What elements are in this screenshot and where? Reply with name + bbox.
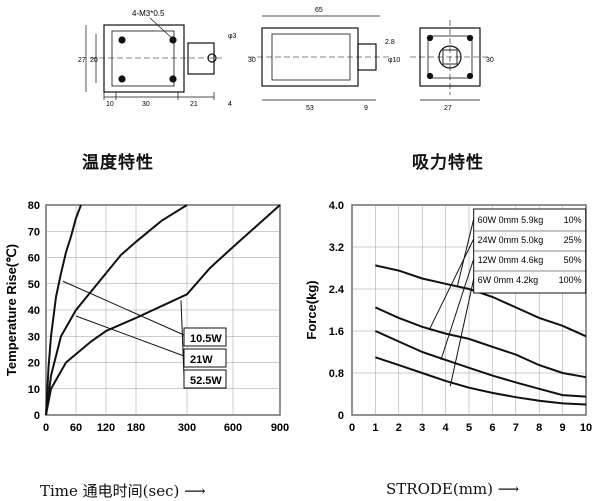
y-tick-label: 4.0 xyxy=(329,200,344,212)
left-section-title: 温度特性 xyxy=(82,153,154,173)
x-tick-label: 8 xyxy=(536,422,542,434)
x-tick-label: 7 xyxy=(513,422,519,434)
legend-duty: 10% xyxy=(564,215,582,225)
dim-shaft-d10: φ10 xyxy=(388,57,400,64)
x-tick-label: 4 xyxy=(443,422,450,434)
x-tick-label: 120 xyxy=(97,422,115,434)
leader-line xyxy=(456,218,475,287)
x-tick-label: 0 xyxy=(43,422,49,434)
leader-line xyxy=(62,280,185,336)
temperature-rise-chart: 0 10 20 30 40 50 60 70 80 0 60 120 180 300 600 900 Tempe… xyxy=(4,200,289,434)
left-view xyxy=(85,17,225,100)
left-x-caption: Time 通电时间(sec) ⟶ xyxy=(40,482,206,500)
legend-duty: 25% xyxy=(564,235,582,245)
technical-drawing: 4-M3*0.5 27 20 10 30 21 4 φ3 65 30 2.8 φ… xyxy=(78,7,494,112)
legend-label: 6W 0mm 4.2kg xyxy=(478,275,539,285)
y-tick-label: 50 xyxy=(28,279,40,291)
x-tick-label: 10 xyxy=(580,422,592,434)
dim-tip-9: 9 xyxy=(364,105,368,112)
legend-duty: 50% xyxy=(564,255,582,265)
dim-tip-len: 4 xyxy=(228,101,232,108)
side-view xyxy=(410,20,492,101)
series-line-2 xyxy=(374,330,587,398)
dim-shaft-2-8: 2.8 xyxy=(385,39,395,46)
right-x-caption: STRODE(mm) ⟶ xyxy=(386,480,520,498)
annotation-label: 21W xyxy=(190,354,213,366)
dim-body-len: 30 xyxy=(142,101,150,108)
y-tick-label: 40 xyxy=(28,305,40,317)
dim-hole: φ3 xyxy=(228,33,237,40)
x-tick-label: 2 xyxy=(396,422,402,434)
y-tick-label: 80 xyxy=(28,200,40,212)
dim-height: 27 xyxy=(78,57,86,64)
y-tick-label: 2.4 xyxy=(329,284,345,296)
legend-label: 12W 0mm 4.6kg xyxy=(478,255,544,265)
x-tick-label: 600 xyxy=(224,422,242,434)
y-tick-label: 0.8 xyxy=(329,368,344,380)
y-tick-label: 0 xyxy=(34,410,40,422)
y-tick-label: 70 xyxy=(28,226,40,238)
y-tick-label: 1.6 xyxy=(329,326,344,338)
y-tick-label: 3.2 xyxy=(329,242,344,254)
y-axis-title: Temperature Rise(℃) xyxy=(4,244,19,376)
series-line-3 xyxy=(375,356,587,406)
y-tick-label: 60 xyxy=(28,253,40,265)
dim-side-width: 27 xyxy=(444,105,452,112)
right-section-title: 吸力特性 xyxy=(412,153,484,173)
dim-total-length: 65 xyxy=(315,7,323,14)
legend-duty: 100% xyxy=(559,275,582,285)
x-tick-label: 0 xyxy=(349,422,355,434)
x-tick-label: 6 xyxy=(489,422,495,434)
x-tick-label: 3 xyxy=(419,422,425,434)
dim-plunger-len: 21 xyxy=(190,101,198,108)
y-tick-label: 0 xyxy=(338,410,344,422)
force-stroke-chart: 0 0.8 1.6 2.4 3.2 4.0 0 1 2 3 4 5 6 7 8 9 10 Force(kg) 60W… xyxy=(304,200,592,434)
annotation-label: 10.5W xyxy=(190,333,222,345)
y-tick-label: 10 xyxy=(28,384,40,396)
annotation-label: 52.5W xyxy=(190,375,222,387)
series-line-1 xyxy=(374,306,587,379)
x-tick-label: 900 xyxy=(271,422,289,434)
annotation-box xyxy=(183,369,227,389)
leader-line xyxy=(449,278,475,387)
series-line-52-5W xyxy=(45,204,82,416)
annotation-box xyxy=(183,348,227,368)
y-tick-label: 20 xyxy=(28,358,40,370)
annotation-box xyxy=(183,327,227,347)
series-line-21W xyxy=(45,204,188,416)
x-tick-label: 1 xyxy=(372,422,378,434)
dim-inner-height: 20 xyxy=(90,57,98,64)
x-tick-label: 9 xyxy=(560,422,566,434)
x-tick-label: 180 xyxy=(127,422,145,434)
dim-front-height: 30 xyxy=(248,57,256,64)
x-tick-label: 5 xyxy=(466,422,472,434)
dim-side-height: 30 xyxy=(486,57,494,64)
leader-line xyxy=(75,315,185,357)
legend-label: 60W 0mm 5.9kg xyxy=(478,215,544,225)
callout-thread: 4-M3*0.5 xyxy=(132,9,165,18)
y-axis-title: Force(kg) xyxy=(304,280,319,339)
dim-left-offset: 10 xyxy=(106,101,114,108)
dim-body-53: 53 xyxy=(306,105,314,112)
leader-line xyxy=(440,258,475,361)
front-view xyxy=(248,15,390,101)
series-line-10-5W xyxy=(45,204,281,416)
x-tick-label: 60 xyxy=(70,422,82,434)
leader-line xyxy=(180,300,185,378)
x-tick-label: 300 xyxy=(178,422,196,434)
leader-line xyxy=(428,238,475,331)
legend-label: 24W 0mm 5.0kg xyxy=(478,235,544,245)
y-tick-label: 30 xyxy=(28,331,40,343)
